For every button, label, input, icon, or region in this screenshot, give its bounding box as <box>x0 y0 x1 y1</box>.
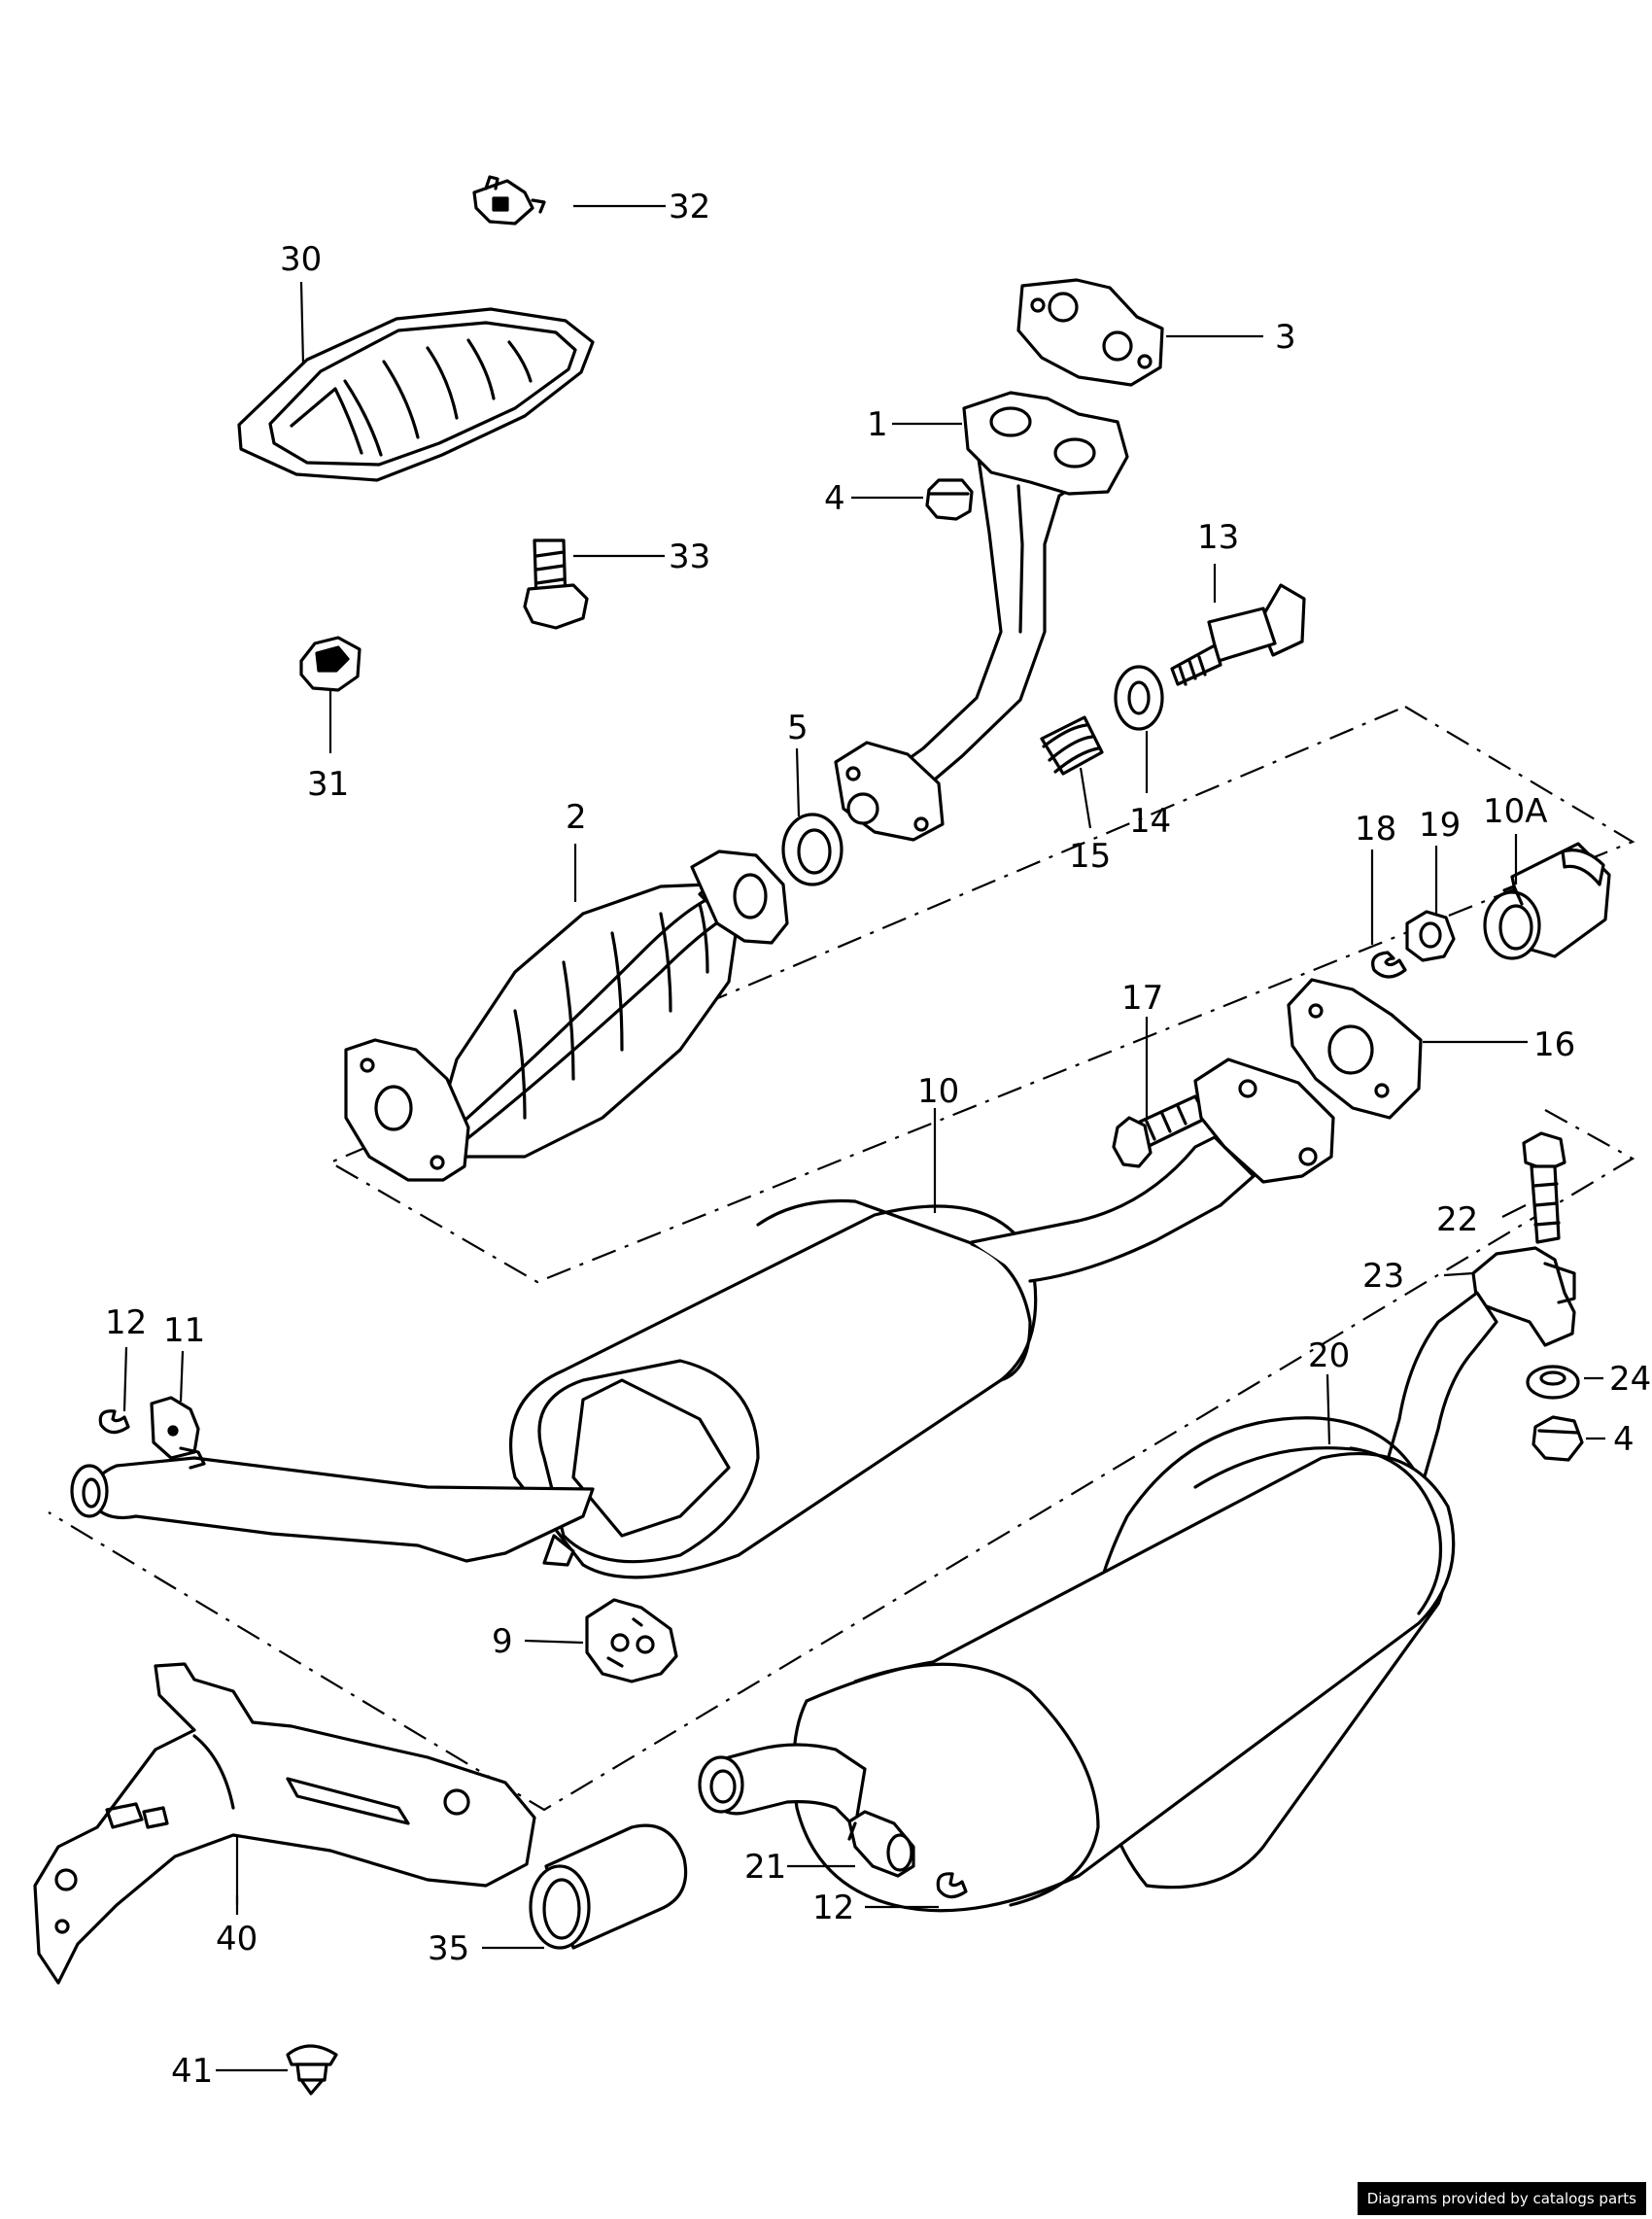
label-22: 22 <box>1436 1200 1478 1239</box>
credit-badge: Diagrams provided by catalogs parts <box>1357 2182 1646 2215</box>
label-19: 19 <box>1419 806 1461 845</box>
seal-ring-5[interactable] <box>781 813 843 886</box>
label-40: 40 <box>216 1920 258 1959</box>
label-10a: 10A <box>1483 792 1548 831</box>
nut-4-right[interactable] <box>1532 1415 1584 1462</box>
label-24: 24 <box>1609 1360 1651 1399</box>
label-32: 32 <box>669 188 710 226</box>
hanger-21[interactable] <box>847 1810 915 1878</box>
label-18: 18 <box>1355 810 1396 849</box>
assembly-outline-lower <box>48 1109 1635 1812</box>
tailpipe-trim-35[interactable] <box>529 1823 688 1950</box>
heat-shield-40[interactable] <box>33 1662 536 1985</box>
clamp-10a[interactable] <box>1483 842 1611 960</box>
front-pipe-1[interactable] <box>834 391 1129 842</box>
label-13: 13 <box>1197 518 1239 557</box>
bolt-33[interactable] <box>523 538 589 630</box>
label-1: 1 <box>867 405 888 444</box>
label-33: 33 <box>669 537 710 576</box>
label-16: 16 <box>1533 1025 1575 1064</box>
bolt-22[interactable] <box>1522 1131 1566 1244</box>
label-12-upper: 12 <box>105 1303 147 1342</box>
label-4-right: 4 <box>1613 1420 1635 1459</box>
gasket-16[interactable] <box>1287 978 1423 1120</box>
label-20: 20 <box>1308 1336 1350 1375</box>
label-5: 5 <box>787 709 809 747</box>
bolt-17[interactable] <box>1112 1094 1209 1168</box>
middle-muffler-10[interactable] <box>70 1057 1335 1579</box>
clip-41[interactable] <box>286 2044 338 2096</box>
label-9: 9 <box>492 1622 513 1661</box>
spring-15[interactable] <box>1040 715 1104 776</box>
clip-12-upper[interactable] <box>98 1409 130 1435</box>
label-12-lower: 12 <box>812 1889 854 1927</box>
label-41: 41 <box>171 2052 213 2091</box>
nut-19[interactable] <box>1405 910 1456 962</box>
label-4-upper: 4 <box>824 479 845 518</box>
catalytic-converter-2[interactable] <box>344 849 789 1182</box>
label-23: 23 <box>1362 1257 1404 1296</box>
label-35: 35 <box>428 1929 469 1968</box>
label-3: 3 <box>1275 318 1296 357</box>
label-2: 2 <box>566 798 587 837</box>
washer-14[interactable] <box>1114 665 1164 731</box>
label-30: 30 <box>280 240 322 279</box>
rear-muffler-20[interactable] <box>698 1291 1498 1913</box>
label-17: 17 <box>1121 979 1163 1018</box>
clip-12-lower[interactable] <box>936 1872 968 1899</box>
clamp-23[interactable] <box>1471 1246 1576 1347</box>
label-15: 15 <box>1069 837 1111 876</box>
label-21: 21 <box>744 1848 786 1887</box>
gasket-3[interactable] <box>1016 278 1164 387</box>
heat-shield-30[interactable] <box>237 307 595 482</box>
label-10: 10 <box>917 1072 959 1111</box>
label-14: 14 <box>1129 802 1171 841</box>
label-31: 31 <box>307 765 349 804</box>
washer-24[interactable] <box>1526 1365 1580 1400</box>
assembly-outline-upper <box>327 705 1635 1284</box>
clip-32[interactable] <box>472 175 546 225</box>
lock-washer-18[interactable] <box>1371 951 1407 979</box>
label-11: 11 <box>163 1311 205 1350</box>
rubber-mount-9[interactable] <box>585 1598 678 1683</box>
nut-4-upper[interactable] <box>925 478 974 521</box>
nut-31[interactable] <box>299 636 361 692</box>
bolt-13[interactable] <box>1170 583 1306 686</box>
hanger-11[interactable] <box>150 1396 206 1470</box>
